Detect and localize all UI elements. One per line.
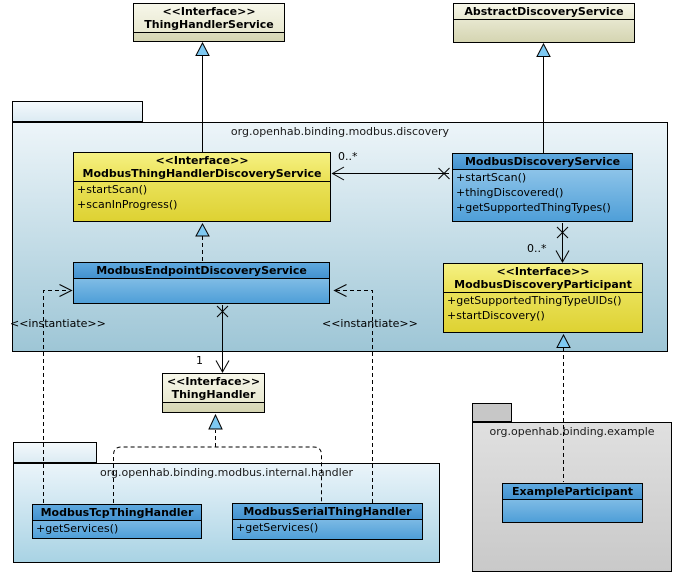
class-stereotype: <<Interface>> xyxy=(496,265,590,278)
class-title: ModbusEndpointDiscoveryService xyxy=(96,264,307,277)
method: +startScan() xyxy=(77,183,148,196)
class-modbus-discovery-participant: <<Interface>> ModbusDiscoveryParticipant… xyxy=(443,263,643,333)
multiplicity-label: 1 xyxy=(196,354,203,367)
class-example-participant: ExampleParticipant xyxy=(502,483,643,523)
class-stereotype: <<Interface>> xyxy=(162,5,256,18)
package-example-title: org.openhab.binding.example xyxy=(489,425,655,438)
package-discovery-tab xyxy=(12,101,143,122)
method: +getServices() xyxy=(36,522,119,535)
class-stereotype: <<Interface>> xyxy=(166,375,261,388)
class-title: ThingHandler xyxy=(171,388,256,401)
method: +scanInProgress() xyxy=(77,198,178,211)
class-thing-handler: <<Interface>> ThingHandler xyxy=(162,373,265,413)
package-discovery-title: org.openhab.binding.modbus.discovery xyxy=(230,125,450,138)
class-title: ThingHandlerService xyxy=(144,18,274,31)
instantiate-label: <<instantiate>> xyxy=(322,317,418,330)
method: +startDiscovery() xyxy=(447,309,545,322)
class-title: ModbusTcpThingHandler xyxy=(40,506,194,519)
method: +getSupportedThingTypeUIDs() xyxy=(447,294,622,307)
class-title: ModbusSerialThingHandler xyxy=(243,505,412,518)
method: +startScan() xyxy=(456,171,527,184)
class-title: ModbusDiscoveryParticipant xyxy=(454,278,632,291)
package-example-tab xyxy=(472,403,512,422)
instantiate-label: <<instantiate>> xyxy=(10,317,106,330)
method: +getSupportedThingTypes() xyxy=(456,201,611,214)
package-handler-tab xyxy=(13,442,97,463)
class-title: ModbusDiscoveryService xyxy=(464,155,621,168)
multiplicity-label: 0..* xyxy=(338,150,358,163)
class-modbus-endpoint-discovery-service: ModbusEndpointDiscoveryService xyxy=(73,262,330,304)
class-modbus-thing-handler-discovery-service: <<Interface>> ModbusThingHandlerDiscover… xyxy=(73,152,331,222)
multiplicity-label: 0..* xyxy=(527,242,547,255)
class-thing-handler-service: <<Interface>> ThingHandlerService xyxy=(133,3,285,42)
class-title: AbstractDiscoveryService xyxy=(464,5,624,18)
method: +getServices() xyxy=(236,521,319,534)
class-title: ExampleParticipant xyxy=(512,485,633,498)
class-modbus-discovery-service: ModbusDiscoveryService +startScan() +thi… xyxy=(452,153,633,222)
package-handler-title: org.openhab.binding.modbus.internal.hand… xyxy=(99,466,353,479)
method: +thingDiscovered() xyxy=(456,186,564,199)
class-title: ModbusThingHandlerDiscoveryService xyxy=(82,167,322,180)
class-modbus-tcp-thing-handler: ModbusTcpThingHandler +getServices() xyxy=(32,504,202,539)
class-abstract-discovery-service: AbstractDiscoveryService xyxy=(453,3,635,43)
class-stereotype: <<Interface>> xyxy=(155,154,249,167)
class-modbus-serial-thing-handler: ModbusSerialThingHandler +getServices() xyxy=(232,503,423,540)
